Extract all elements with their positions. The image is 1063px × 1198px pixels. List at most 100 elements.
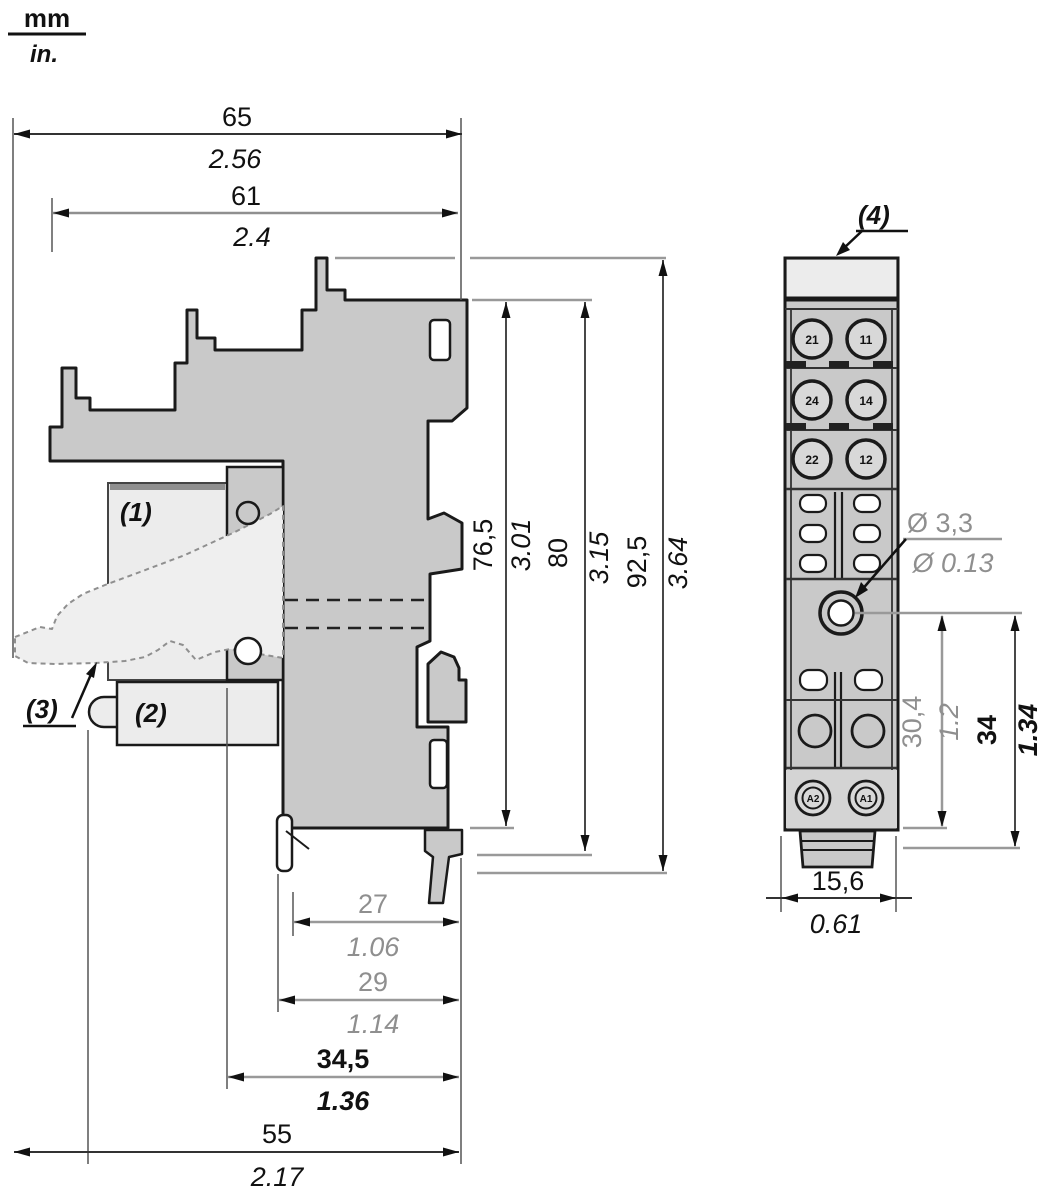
terminal-24 (791, 379, 833, 421)
separator-tick (829, 423, 849, 430)
dim-34-mm: 34 (972, 715, 1002, 745)
dim-29-mm: 29 (358, 967, 388, 997)
front-slot (798, 523, 828, 544)
dim-76-5-mm: 76,5 (468, 519, 498, 572)
part2-bump (87, 695, 123, 729)
terminal-24-label: 24 (805, 394, 819, 408)
terminal-14 (845, 379, 887, 421)
release-lever (14, 505, 284, 665)
side-foot-tab (275, 813, 294, 873)
reference-lines-gray (335, 256, 1022, 875)
dim-15-6-in: 0.61 (810, 909, 863, 939)
terminal-A2-inner (801, 786, 825, 810)
part3-leader (70, 671, 94, 719)
dim-width-55: 55 2.17 (14, 1119, 459, 1192)
part4-arrowhead (836, 242, 850, 256)
dim-80-in: 3.15 (584, 531, 614, 585)
terminal-14-label: 14 (859, 394, 873, 408)
part1-label: (1) (120, 497, 152, 527)
dim-height-92-5: 92,5 3.64 (622, 260, 693, 871)
front-view: 21 11 24 14 22 12 (783, 200, 908, 869)
part4-leader (843, 230, 863, 249)
part2-label: (2) (135, 698, 167, 728)
dim-hole-mm: Ø 3,3 (907, 508, 973, 538)
side-body-outline (48, 256, 469, 830)
dim-27-mm: 27 (358, 889, 388, 919)
front-slot (852, 553, 882, 574)
side-din-tab (426, 650, 468, 724)
separator-tick (786, 423, 806, 430)
dim-61-in: 2.4 (232, 222, 271, 252)
dim-27-in: 1.06 (347, 932, 401, 962)
dim-34-in: 1.34 (1013, 704, 1043, 757)
side-slot-bottom (428, 738, 449, 790)
dim-34-5-in: 1.36 (317, 1086, 371, 1116)
front-top-band (787, 260, 896, 297)
dim-55-mm: 55 (262, 1119, 292, 1149)
front-slot (852, 523, 882, 544)
dim-width-34-5: 34,5 1.36 (228, 1044, 459, 1116)
terminal-11 (845, 318, 887, 360)
front-slot (798, 493, 828, 514)
dim-61-mm: 61 (231, 181, 261, 211)
dimension-annotations: 65 2.56 61 2.4 76,5 3.01 80 3.15 (12, 102, 1043, 1192)
front-hole-right (850, 713, 886, 749)
extension-lines (12, 118, 897, 1164)
terminal-A1-label: A1 (860, 794, 873, 805)
dim-80-mm: 80 (543, 538, 573, 568)
dim-width-29: 29 1.14 (279, 967, 459, 1039)
part4-label: (4) (858, 200, 890, 230)
mounting-hole-inner (827, 599, 855, 627)
front-slot (853, 668, 884, 692)
dim-height-30-4: 30,4 1.2 (897, 615, 964, 827)
separator-tick (829, 361, 849, 368)
side-slot-top (428, 318, 452, 362)
dim-width-15-6: 15,6 0.61 (766, 866, 912, 939)
dim-55-in: 2.17 (250, 1162, 305, 1192)
dim-15-6-mm: 15,6 (812, 866, 865, 896)
block-hole-bottom (233, 636, 263, 666)
block-hole-top (235, 500, 261, 526)
dim-29-in: 1.14 (347, 1009, 400, 1039)
front-slot (798, 553, 828, 574)
front-slot (852, 493, 882, 514)
separator-tick (786, 361, 806, 368)
dim-height-80: 80 3.15 (543, 302, 614, 851)
terminal-11-label: 11 (860, 333, 873, 347)
dim-34-5-mm: 34,5 (317, 1044, 370, 1074)
dim-height-34: 34 1.34 (972, 615, 1043, 847)
terminal-A2-label: A2 (807, 794, 820, 805)
dim-width-61: 61 2.4 (53, 181, 458, 252)
terminal-22-label: 22 (805, 453, 819, 467)
dim-width-27: 27 1.06 (294, 889, 459, 962)
part3-arrowhead (86, 662, 97, 678)
units-legend: mm in. (8, 3, 86, 68)
part3-label: (3) (26, 694, 58, 724)
terminal-21-label: 21 (805, 333, 819, 347)
dim-65-mm: 65 (222, 102, 252, 132)
dim-width-65: 65 2.56 (14, 102, 462, 174)
side-bottom-clip (423, 828, 464, 905)
dim-92-5-mm: 92,5 (622, 536, 652, 589)
dim-hole-diameter: Ø 3,3 Ø 0.13 (855, 508, 1002, 598)
dim-height-76-5: 76,5 3.01 (468, 302, 536, 826)
dim-92-5-in: 3.64 (663, 537, 693, 590)
separator-tick (873, 361, 893, 368)
terminal-21 (791, 318, 833, 360)
terminal-12 (845, 438, 887, 480)
terminal-12-label: 12 (859, 453, 873, 467)
front-slot (798, 668, 829, 692)
dim-65-in: 2.56 (208, 144, 263, 174)
side-view: (1) (2) (3) (14, 256, 469, 905)
units-inch-label: in. (30, 41, 58, 68)
part2-block (115, 680, 280, 747)
separator-tick (873, 423, 893, 430)
dim-30-4-mm: 30,4 (897, 696, 927, 749)
dim-hole-in: Ø 0.13 (911, 548, 993, 578)
terminal-22 (791, 438, 833, 480)
dim-30-4-in: 1.2 (934, 703, 964, 741)
terminal-A1-inner (854, 786, 878, 810)
units-mm-label: mm (24, 3, 70, 33)
